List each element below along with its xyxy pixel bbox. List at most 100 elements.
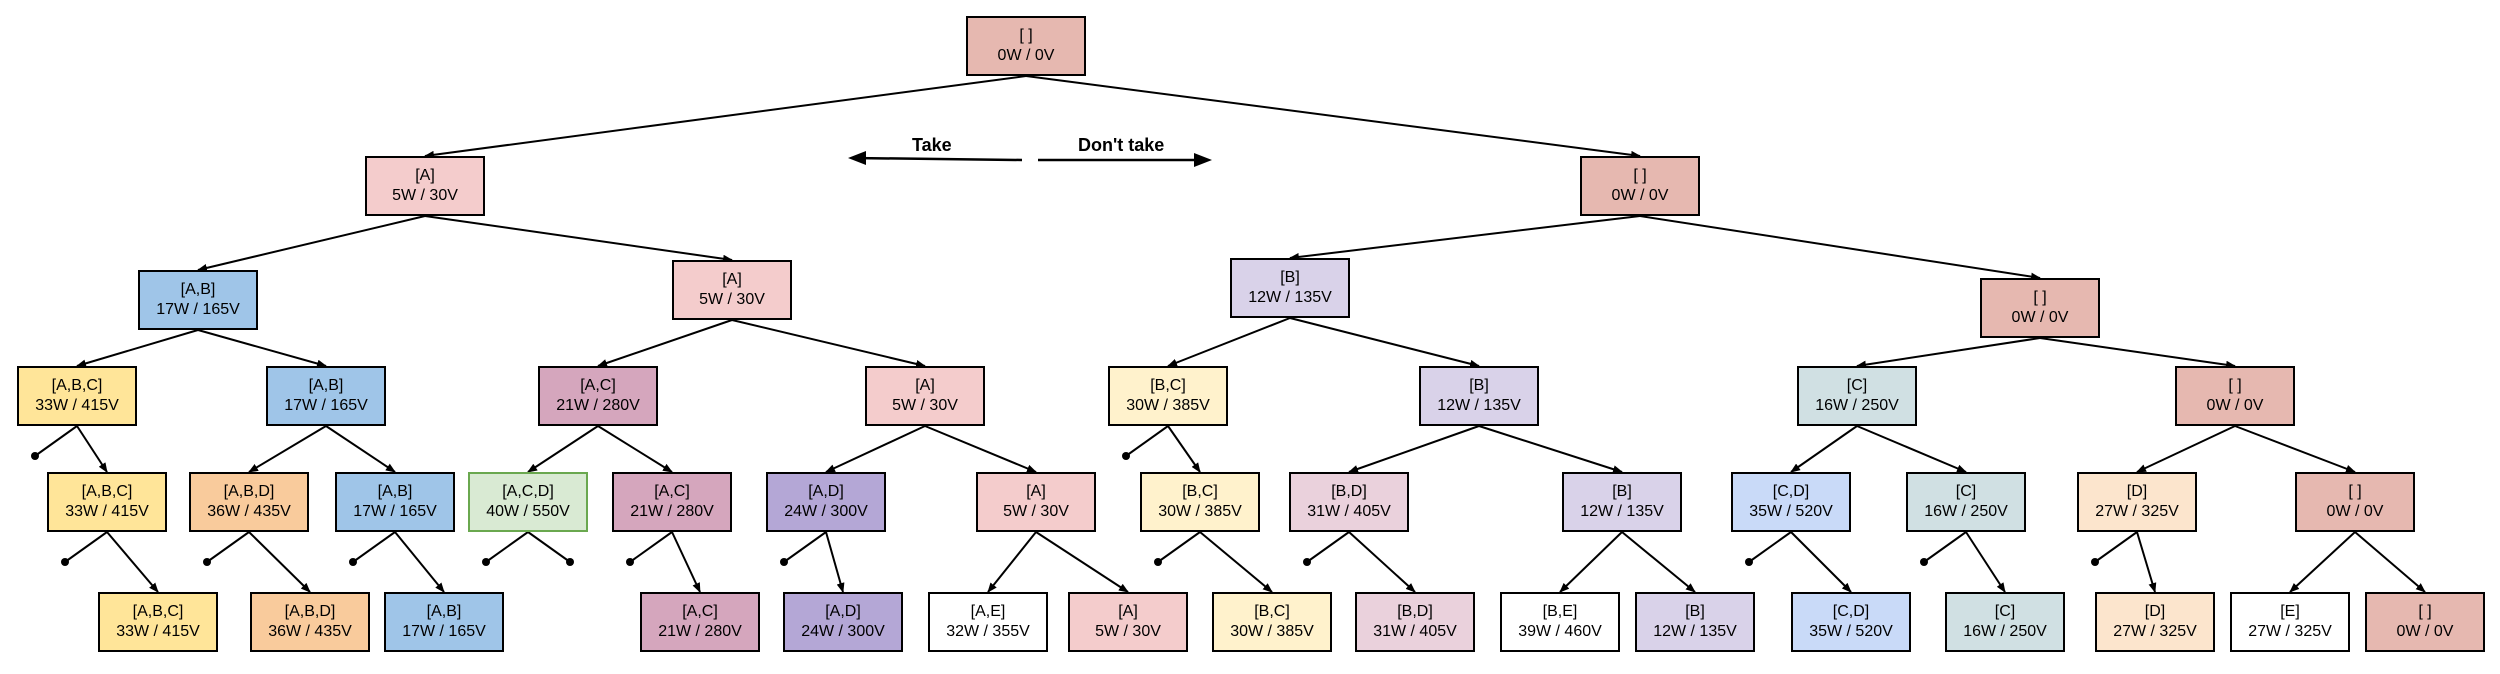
tree-edge [394,531,445,593]
node-weight-value: 16W / 250V [1924,503,2008,520]
node-set-label: [B,D] [1397,603,1433,620]
tree-node: [A,D]24W / 300V [766,472,886,532]
node-weight-value: 17W / 165V [402,623,486,640]
take-arrow [851,156,1023,162]
node-set-label: [A,B] [180,281,216,298]
tree-edge [2136,531,2157,593]
node-weight-value: 5W / 30V [892,397,958,414]
tree-edge [1639,215,2041,281]
node-weight-value: 16W / 250V [1963,623,2047,640]
tree-edge [1965,531,2006,593]
node-set-label: [ ] [1019,27,1033,44]
node-weight-value: 12W / 135V [1248,289,1332,306]
node-weight-value: 17W / 165V [284,397,368,414]
tree-edge [1790,531,1852,593]
tree-node: [A,B,C]33W / 415V [47,472,167,532]
tree-node: [ ]0W / 0V [1980,278,2100,338]
tree-edge [1478,425,1623,474]
tree-node: [A,C]21W / 280V [612,472,732,532]
tree-edge [825,531,845,593]
dont-take-arrow-head [1194,153,1212,167]
node-weight-value: 21W / 280V [556,397,640,414]
tree-edge [1621,531,1696,593]
node-set-label: [B,C] [1150,377,1186,394]
tree-node: [A,D]24W / 300V [783,592,903,652]
node-set-label: [A,B] [426,603,462,620]
tree-node: [ ]0W / 0V [2175,366,2295,426]
tree-edge [527,425,599,473]
node-set-label: [A] [1026,483,1046,500]
node-set-label: [C] [1846,377,1868,394]
node-weight-value: 5W / 30V [1095,623,1161,640]
pruned-branch [1125,425,1169,457]
tree-node: [A]5W / 30V [865,366,985,426]
tree-node: [A,C,D]40W / 550V [468,472,588,532]
node-set-label: [B] [1685,603,1705,620]
tree-edge [2234,425,2356,473]
node-weight-value: 35W / 520V [1749,503,1833,520]
pruned-branch [485,531,529,563]
tree-edge [671,531,701,593]
tree-edge [597,425,673,473]
tree-node: [A,B]17W / 165V [335,472,455,532]
tree-edge [1025,75,1641,159]
pruned-branch [206,531,250,563]
node-set-label: [A,D] [808,483,844,500]
pruned-branch [1923,531,1967,563]
tree-edge [731,319,926,368]
tree-node: [C]16W / 250V [1945,592,2065,652]
node-weight-value: 32W / 355V [946,623,1030,640]
tree-node: [B,C] 30W / 385V [1108,366,1228,426]
tree-node: [B,D]31W / 405V [1355,592,1475,652]
node-set-label: [B,C] [1254,603,1290,620]
tree-node: [A,B,C]33W / 415V [17,366,137,426]
tree-node: [A,C]21W / 280V [640,592,760,652]
node-set-label: [C,D] [1832,603,1870,620]
tree-node: [A,B] 17W / 165V [384,592,504,652]
node-weight-value: 0W / 0V [1611,187,1669,204]
pruned-dot [31,452,39,460]
tree-edge [106,531,159,593]
tree-edge [424,75,1027,159]
tree-node: [B,C]30W / 385V [1212,592,1332,652]
tree-edge [325,425,396,473]
node-weight-value: 5W / 30V [1003,503,1069,520]
tree-node: [B,D]31W / 405V [1289,472,1409,532]
tree-node: [A] 5W / 30V [1068,592,1188,652]
tree-node: [A,B] 17W / 165V [266,366,386,426]
tree-node: [ ] 0W / 0V [1580,156,1700,216]
tree-node: [B]12W / 135V [1419,366,1539,426]
pruned-dot [1303,558,1311,566]
tree-edge [597,319,733,367]
node-weight-value: 30W / 385V [1126,397,1210,414]
node-weight-value: 12W / 135V [1580,503,1664,520]
node-weight-value: 27W / 325V [2248,623,2332,640]
tree-edge [2136,425,2236,473]
node-weight-value: 31W / 405V [1307,503,1391,520]
tree-node: [ ]0W / 0V [2295,472,2415,532]
pruned-dot [780,558,788,566]
node-set-label: [ ] [2033,289,2047,306]
tree-edge [1856,337,2041,369]
node-set-label: [A] [722,271,742,288]
tree-node: [B,E]39W / 460V [1500,592,1620,652]
pruned-branch [629,531,673,563]
node-set-label: [A] [1118,603,1138,620]
tree-edge [197,329,327,368]
pruned-branch [1306,531,1350,563]
tree-node: [A,C]21W / 280V [538,366,658,426]
tree-edge [1167,425,1201,473]
tree-node: [E]27W / 325V [2230,592,2350,652]
node-weight-value: 17W / 165V [156,301,240,318]
pruned-branch [1748,531,1792,563]
tree-edge [1856,425,1967,473]
tree-edge [2354,531,2426,593]
node-weight-value: 33W / 415V [116,623,200,640]
tree-node: [ ]0W / 0V [966,16,1086,76]
node-weight-value: 0W / 0V [2396,623,2454,640]
tree-node: [B]12W / 135V [1635,592,1755,652]
node-set-label: [ ] [1633,167,1647,184]
node-weight-value: 35W / 520V [1809,623,1893,640]
tree-edge [197,215,426,272]
node-set-label: [A,B] [308,377,344,394]
